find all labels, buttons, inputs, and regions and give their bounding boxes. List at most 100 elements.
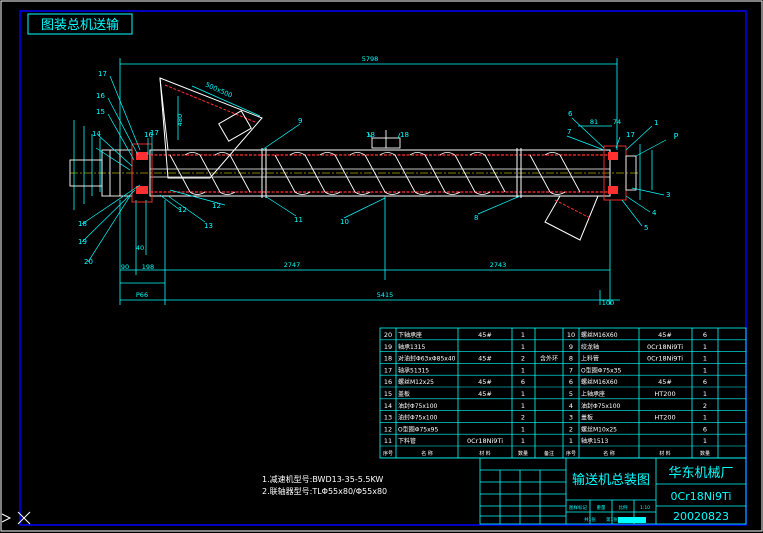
dimension-lines [73, 58, 653, 305]
parts-header-right-material: 材 料 [659, 450, 671, 457]
svg-text:18: 18 [400, 131, 409, 139]
parts-left-cell-name: 螺丝M12x25 [398, 378, 434, 386]
parts-left-cell-material: 45# [478, 331, 492, 339]
note-1: 1.减速机型号:BWD13-35-5.5KW [262, 474, 383, 484]
parts-left-cell-qty: 6 [521, 378, 525, 386]
parts-left-cell-note: 含外环 [540, 355, 558, 363]
svg-text:共1张: 共1张 [584, 516, 596, 523]
svg-text:81: 81 [590, 118, 598, 126]
parts-left-cell-no: 18 [384, 355, 392, 363]
note-2: 2.联轴器型号:TLΦ55x80/Φ55x80 [262, 486, 387, 496]
parts-right-cell-qty: 6 [703, 425, 707, 433]
callout-leaders [81, 75, 667, 263]
parts-left-cell-no: 16 [384, 378, 392, 386]
title-block [479, 457, 747, 525]
svg-text:15: 15 [96, 108, 105, 116]
parts-right-cell-qty: 1 [703, 366, 707, 374]
parts-left-cell-name: 盖板 [398, 390, 410, 398]
parts-header-right-name: 名 称 [603, 450, 615, 457]
parts-left-cell-no: 12 [384, 425, 392, 433]
company-name: 华东机械厂 [668, 466, 733, 481]
title-material: 0Cr18Ni9Ti [671, 490, 732, 503]
svg-text:P66: P66 [136, 291, 148, 299]
parts-header-right-qty: 数量 [700, 450, 710, 457]
outlet-chute [544, 195, 599, 241]
parts-right-cell-material: 45# [658, 331, 672, 339]
right-bearing-assembly [603, 145, 637, 201]
svg-text:5415: 5415 [377, 291, 394, 299]
inlet-hopper [159, 77, 263, 179]
parts-left-cell-material: 0Cr18Ni9Ti [467, 437, 503, 445]
svg-text:13: 13 [204, 222, 213, 230]
parts-right-cell-no: 7 [569, 366, 573, 374]
title-date: 20020823 [673, 510, 729, 523]
parts-left-cell-material: 45# [478, 390, 492, 398]
parts-right-cell-material: HT200 [654, 390, 675, 398]
svg-text:2747: 2747 [284, 261, 301, 269]
parts-left-cell-material: 45# [478, 378, 492, 386]
parts-right-cell-qty: 6 [703, 331, 707, 339]
parts-header-left-note: 备注 [544, 450, 554, 457]
svg-text:2743: 2743 [490, 261, 507, 269]
svg-text:5: 5 [644, 224, 648, 232]
parts-right-cell-no: 2 [569, 425, 573, 433]
svg-text:17: 17 [150, 129, 159, 137]
title-stamp-text: 图装总机送输 [41, 17, 119, 33]
parts-right-cell-qty: 1 [703, 437, 707, 445]
parts-table [379, 327, 747, 459]
svg-text:图样标记: 图样标记 [569, 504, 587, 511]
parts-left-cell-no: 11 [384, 437, 392, 445]
svg-text:8: 8 [474, 214, 478, 222]
parts-right-cell-name: 上轴承座 [581, 390, 605, 398]
svg-text:1:10: 1:10 [640, 505, 650, 511]
svg-text:16: 16 [96, 92, 105, 100]
parts-right-cell-qty: 6 [703, 378, 707, 386]
parts-left-cell-qty: 2 [521, 355, 525, 363]
parts-left-cell-name: 轴承51315 [398, 366, 429, 374]
parts-left-cell-no: 19 [384, 343, 392, 351]
svg-text:100: 100 [602, 299, 614, 307]
parts-right-cell-name: 螺丝M10x25 [581, 425, 617, 433]
parts-right-cell-no: 8 [569, 355, 573, 363]
svg-text:18: 18 [366, 131, 375, 139]
parts-right-cell-qty: 1 [703, 355, 707, 363]
parts-right-cell-no: 1 [569, 437, 573, 445]
parts-right-cell-qty: 2 [703, 402, 707, 410]
parts-right-cell-name: 上料管 [581, 355, 599, 363]
title-block-fill [618, 517, 646, 523]
parts-left-cell-qty: 1 [521, 390, 525, 398]
middle-flange [371, 130, 401, 149]
parts-right-cell-no: 10 [567, 331, 575, 339]
parts-left-cell-no: 17 [384, 366, 392, 374]
parts-left-cell-no: 20 [384, 331, 392, 339]
svg-text:16: 16 [144, 131, 153, 139]
parts-left-cell-qty: 2 [521, 414, 525, 422]
svg-text:3: 3 [666, 191, 670, 199]
svg-text:比例: 比例 [619, 504, 628, 511]
svg-text:17: 17 [98, 70, 107, 78]
parts-right-cell-no: 9 [569, 343, 573, 351]
svg-text:1: 1 [654, 119, 658, 127]
parts-left-cell-material: 45# [478, 355, 492, 363]
svg-text:12: 12 [178, 206, 187, 214]
svg-text:9: 9 [298, 117, 302, 125]
parts-right-cell-material: 0Cr18Ni9Ti [647, 355, 683, 363]
svg-text:20: 20 [84, 258, 93, 266]
parts-left-cell-qty: 1 [521, 366, 525, 374]
parts-header-left-material: 材 料 [479, 450, 491, 457]
parts-left-cell-no: 15 [384, 390, 392, 398]
parts-left-cell-qty: 1 [521, 331, 525, 339]
parts-left-cell-qty: 1 [521, 343, 525, 351]
parts-right-cell-name: 螺丝M16X60 [581, 378, 618, 386]
parts-right-cell-name: 绞龙轴 [581, 343, 599, 351]
parts-header-left-name: 名 称 [421, 450, 433, 457]
parts-header-left-qty: 数量 [518, 450, 528, 457]
parts-left-cell-qty: 1 [521, 425, 525, 433]
parts-right-cell-material: HT200 [654, 414, 675, 422]
parts-left-cell-no: 14 [384, 402, 392, 410]
dimension-texts: 5798 5415 2747 2743 P66 100 198 90 40 50… [121, 55, 679, 307]
parts-right-cell-name: 轴承1513 [581, 437, 608, 445]
svg-text:17: 17 [626, 131, 635, 139]
parts-right-cell-no: 6 [569, 378, 573, 386]
